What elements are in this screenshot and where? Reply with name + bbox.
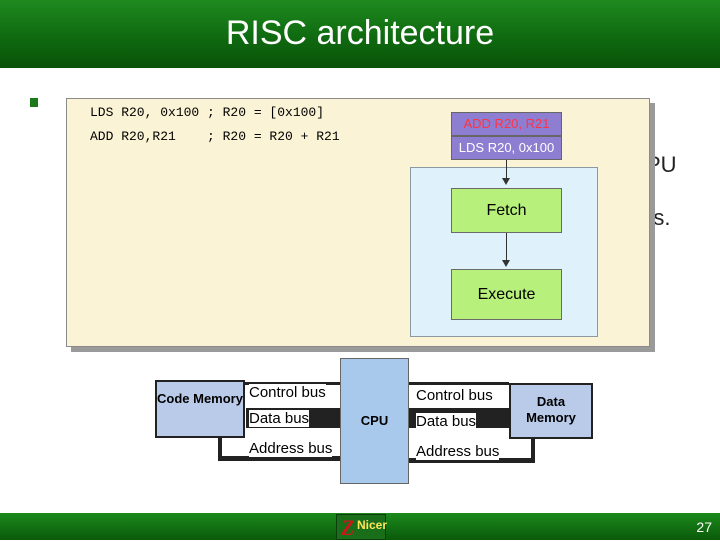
queue-instruction-2-label: LDS R20, 0x100 [458, 140, 555, 155]
right-address-connector [531, 438, 535, 460]
logo-text: Nicer [357, 518, 388, 532]
right-address-bus-label: Address bus [416, 443, 500, 460]
code-memory-box: Code Memory [155, 380, 245, 438]
left-data-bus-label: Data bus [249, 410, 310, 427]
queue-to-fetch-arrow [506, 160, 507, 180]
logo-mark: Z [341, 515, 355, 540]
cpu-box: CPU [340, 358, 409, 484]
right-control-bus-line [409, 382, 509, 385]
left-address-connector [218, 436, 222, 458]
left-control-bus-line [218, 382, 340, 385]
code-line-2: ADD R20,R21 ; R20 = R20 + R21 [90, 129, 340, 144]
left-control-bus-label: Control bus [249, 384, 326, 401]
bullet-icon [30, 98, 38, 107]
title-bar [0, 0, 720, 68]
execute-label: Execute [477, 286, 536, 303]
slide-title: RISC architecture [225, 14, 495, 52]
arrow-head-icon [502, 178, 510, 185]
queue-instruction-2: LDS R20, 0x100 [451, 136, 562, 160]
fetch-label: Fetch [486, 202, 527, 219]
page-number: 27 [696, 519, 712, 535]
cpu-label: CPU [360, 413, 389, 428]
right-control-bus-label: Control bus [416, 387, 493, 404]
right-address-bus-line [409, 458, 535, 463]
fetch-to-execute-arrow [506, 233, 507, 261]
data-memory-box: Data Memory [509, 383, 593, 439]
code-memory-label: Code Memory [157, 391, 243, 406]
fetch-stage: Fetch [451, 188, 562, 233]
arrow-head-icon [502, 260, 510, 267]
left-address-bus-label: Address bus [249, 440, 333, 457]
data-memory-label: Data Memory [526, 394, 576, 425]
queue-instruction-1: ADD R20, R21 [451, 112, 562, 136]
right-data-bus-label: Data bus [416, 413, 477, 430]
znicer-logo: Z Nicer [336, 514, 388, 540]
execute-stage: Execute [451, 269, 562, 320]
code-line-1: LDS R20, 0x100 ; R20 = [0x100] [90, 105, 325, 120]
left-address-bus-line [218, 456, 340, 461]
queue-instruction-1-label: ADD R20, R21 [463, 116, 550, 131]
